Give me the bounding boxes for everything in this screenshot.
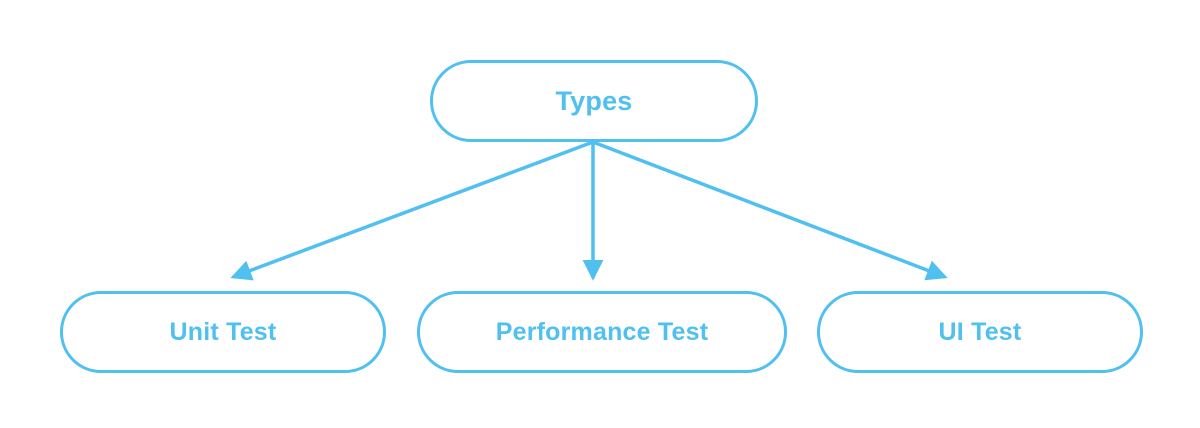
node-types[interactable]: Types: [430, 60, 758, 142]
node-types-label: Types: [555, 85, 633, 116]
edge-types-to-unit-test: [230, 140, 594, 281]
node-performance-test-label: Performance Test: [495, 317, 709, 346]
node-performance-test[interactable]: Performance Test: [417, 291, 787, 373]
node-unit-test-label: Unit Test: [169, 317, 277, 346]
edge-types-to-ui-test: [592, 140, 948, 281]
node-ui-test[interactable]: UI Test: [817, 291, 1143, 373]
node-unit-test[interactable]: Unit Test: [60, 291, 386, 373]
node-ui-test-label: UI Test: [938, 317, 1022, 346]
